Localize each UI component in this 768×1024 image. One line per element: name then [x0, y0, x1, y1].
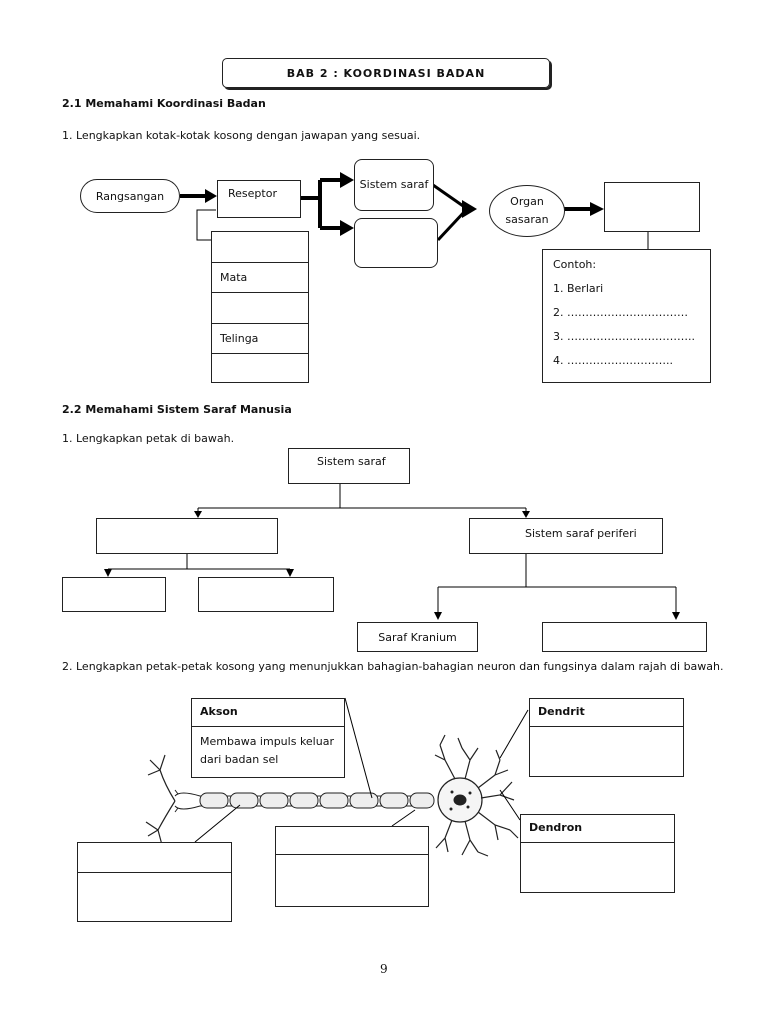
left-function-blank[interactable] — [78, 873, 231, 921]
response-answer-box[interactable] — [604, 182, 700, 232]
left-label-blank[interactable] — [78, 843, 231, 873]
akson-description: Membawa impuls keluar dari badan sel — [200, 735, 334, 766]
center-neuron-box — [275, 826, 429, 907]
reseptor-box: Reseptor — [217, 180, 301, 218]
receptor-table: Mata Telinga — [211, 231, 309, 383]
blank-central-box[interactable] — [96, 518, 278, 554]
center-label-blank[interactable] — [276, 827, 428, 855]
rangsangan-box: Rangsangan — [80, 179, 180, 213]
chapter-title: BAB 2 : KOORDINASI BADAN — [222, 58, 550, 88]
receptor-cell-1[interactable] — [212, 232, 308, 262]
sistem-saraf-root: Sistem saraf — [288, 448, 410, 484]
section-heading-2-1: 2.1 Memahami Koordinasi Badan — [62, 97, 266, 110]
instruction-2-2: 2. Lengkapkan petak-petak kosong yang me… — [62, 660, 724, 673]
dendrit-box: Dendrit — [529, 698, 684, 777]
dendron-box: Dendron — [520, 814, 675, 893]
left-neuron-box — [77, 842, 232, 922]
blank-box-right[interactable] — [542, 622, 707, 652]
periferi-box: Sistem saraf periferi — [469, 518, 663, 554]
contoh-item-2[interactable]: 2. …………………………… — [553, 306, 688, 319]
receptor-cell-telinga: Telinga — [212, 323, 308, 353]
blank-response-box[interactable] — [354, 218, 438, 268]
center-function-blank[interactable] — [276, 855, 428, 907]
blank-box-left-2[interactable] — [198, 577, 334, 612]
section-heading-2-2: 2.2 Memahami Sistem Saraf Manusia — [62, 403, 292, 416]
receptor-cell-mata: Mata — [212, 262, 308, 292]
sistem-saraf-box: Sistem saraf — [354, 159, 434, 211]
dendrit-function-blank[interactable] — [530, 727, 683, 777]
contoh-box: Contoh: 1. Berlari 2. …………………………… 3. ………… — [542, 249, 711, 383]
contoh-item-4[interactable]: 4. ……………………….. — [553, 354, 673, 367]
blank-box-left-1[interactable] — [62, 577, 166, 612]
dendron-label: Dendron — [521, 815, 674, 843]
receptor-cell-3[interactable] — [212, 292, 308, 323]
page-number: 9 — [380, 962, 388, 976]
organ-sasaran-box: Organ sasaran — [489, 185, 565, 237]
contoh-title: Contoh: — [553, 258, 597, 271]
dendrit-label: Dendrit — [530, 699, 683, 727]
instruction-1: 1. Lengkapkan kotak-kotak kosong dengan … — [62, 129, 421, 142]
contoh-item-3[interactable]: 3. …………………………….. — [553, 330, 695, 343]
akson-label: Akson — [192, 699, 344, 727]
instruction-2-1: 1. Lengkapkan petak di bawah. — [62, 432, 235, 445]
neuron-illustration — [145, 734, 519, 857]
receptor-cell-5[interactable] — [212, 353, 308, 383]
saraf-kranium-box: Saraf Kranium — [357, 622, 478, 652]
contoh-item-1: 1. Berlari — [553, 282, 604, 295]
akson-box: Akson Membawa impuls keluar dari badan s… — [191, 698, 345, 778]
dendron-function-blank[interactable] — [521, 843, 674, 893]
